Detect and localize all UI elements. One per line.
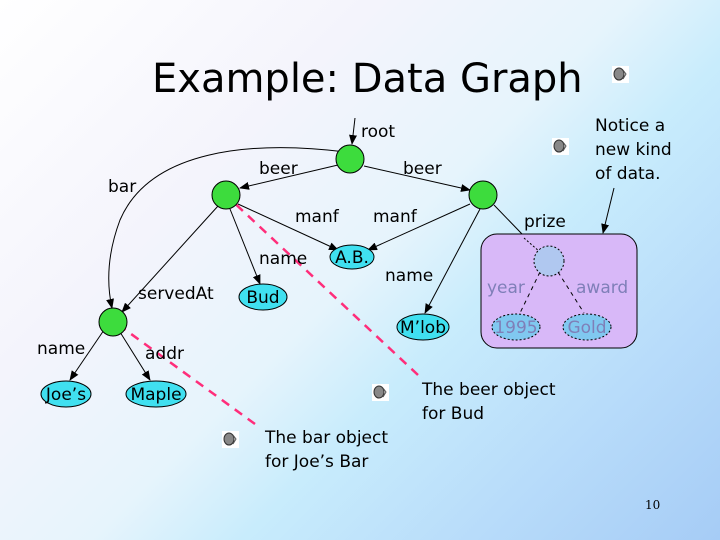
note-line-2: new kind bbox=[595, 140, 672, 160]
callout-beer-line-2: for Bud bbox=[422, 404, 484, 424]
edge-bar bbox=[106, 147, 347, 309]
speaker-icon[interactable] bbox=[372, 384, 389, 401]
root-node bbox=[335, 144, 365, 174]
value-1995: 1995 bbox=[494, 318, 537, 338]
speaker-icon[interactable] bbox=[612, 66, 629, 83]
note-arrow bbox=[601, 187, 615, 234]
label-bar: bar bbox=[108, 177, 136, 197]
edge-beer2 bbox=[363, 165, 471, 192]
label-beer2: beer bbox=[403, 159, 442, 179]
value-ab: A.B. bbox=[335, 248, 369, 268]
label-prize: prize bbox=[524, 212, 566, 232]
value-mlob: M’lob bbox=[400, 318, 446, 338]
value-oval-gold bbox=[562, 313, 612, 341]
value-maple: Maple bbox=[130, 385, 181, 405]
beer-node-mlob bbox=[468, 180, 498, 210]
slide-title: Example: Data Graph bbox=[152, 56, 583, 102]
value-gold: Gold bbox=[567, 318, 606, 338]
edge-award bbox=[557, 271, 585, 314]
edge-manf1 bbox=[237, 203, 339, 251]
speaker-icon[interactable] bbox=[222, 431, 239, 448]
label-name-mlob: name bbox=[385, 266, 433, 286]
page-number: 10 bbox=[645, 498, 660, 512]
value-oval-joes bbox=[40, 380, 92, 408]
value-bud: Bud bbox=[246, 288, 279, 308]
edge-addr bbox=[119, 331, 151, 381]
edge-name-bud bbox=[229, 208, 261, 285]
note-line-3: of data. bbox=[595, 164, 661, 184]
label-year: year bbox=[487, 278, 525, 298]
callout-line-beer bbox=[227, 196, 419, 376]
label-manf2: manf bbox=[373, 207, 418, 227]
value-oval-maple bbox=[125, 380, 187, 408]
edge-manf2 bbox=[367, 203, 471, 251]
value-oval-mlob bbox=[396, 313, 450, 341]
edge-prize bbox=[493, 204, 523, 235]
callout-bar-line-1: The bar object bbox=[264, 428, 388, 448]
root-arrow bbox=[349, 117, 358, 145]
speaker-icon[interactable] bbox=[552, 138, 569, 155]
label-addr: addr bbox=[145, 344, 184, 364]
callout-bar-line-2: for Joe’s Bar bbox=[265, 452, 368, 472]
note-line-1: Notice a bbox=[595, 116, 665, 136]
edge-prize-inner bbox=[523, 237, 541, 253]
edge-served-at bbox=[121, 205, 219, 313]
label-beer1: beer bbox=[259, 159, 298, 179]
edge-beer1 bbox=[239, 164, 339, 190]
label-name-joes: name bbox=[37, 339, 85, 359]
label-manf1: manf bbox=[295, 207, 340, 227]
edge-name-joes bbox=[69, 329, 105, 381]
beer-node-bud bbox=[211, 180, 241, 210]
root-label: root bbox=[361, 122, 395, 142]
label-served-at: servedAt bbox=[138, 284, 214, 304]
value-oval-ab bbox=[329, 244, 375, 270]
callout-line-bar bbox=[115, 321, 256, 426]
label-name-bud: name bbox=[259, 249, 307, 269]
edge-name-mlob bbox=[424, 208, 481, 314]
label-award: award bbox=[576, 278, 628, 298]
value-oval-1995 bbox=[491, 313, 541, 341]
bar-node bbox=[98, 307, 128, 337]
prize-node bbox=[533, 245, 565, 277]
value-oval-bud bbox=[238, 283, 288, 311]
value-joes: Joe’s bbox=[45, 385, 86, 405]
callout-beer-line-1: The beer object bbox=[421, 380, 556, 400]
